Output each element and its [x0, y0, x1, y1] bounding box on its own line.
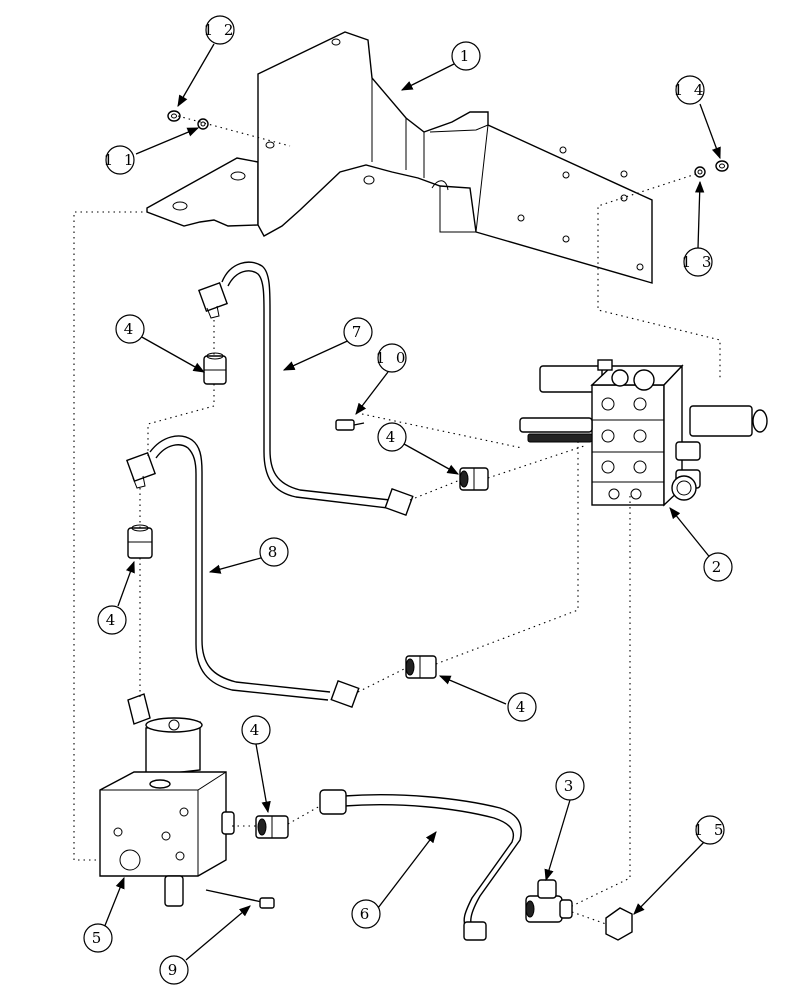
- tube-7: [198, 261, 414, 517]
- callout-10: 1 0: [376, 343, 409, 373]
- connector-4-a: [203, 352, 227, 385]
- callout-4-d: 4: [507, 692, 537, 722]
- nut-12: [167, 110, 181, 122]
- callout-3: 3: [555, 771, 585, 801]
- svg-text:4: 4: [386, 428, 399, 446]
- callout-4-a: 4: [115, 314, 145, 344]
- svg-text:1: 1: [460, 47, 473, 65]
- mounting-bracket: [146, 31, 653, 284]
- svg-text:7: 7: [352, 323, 365, 341]
- svg-text:1 1: 1 1: [104, 151, 137, 169]
- callout-4-e: 4: [241, 715, 271, 745]
- svg-text:4: 4: [124, 320, 137, 338]
- solenoid-valve-block: [99, 693, 235, 907]
- callout-9: 9: [159, 955, 189, 985]
- svg-text:8: 8: [268, 543, 281, 561]
- svg-text:2: 2: [712, 558, 725, 576]
- svg-text:1 2: 1 2: [204, 21, 237, 39]
- bolt-10: [335, 419, 365, 431]
- svg-text:4: 4: [516, 698, 529, 716]
- connector-4-e: [255, 815, 289, 839]
- svg-text:1 3: 1 3: [682, 253, 715, 271]
- svg-text:9: 9: [168, 961, 181, 979]
- callout-leaders: [103, 43, 721, 961]
- callout-6: 6: [351, 899, 381, 929]
- callout-13: 1 3: [682, 247, 715, 277]
- callout-1: 1: [451, 41, 481, 71]
- washer-11: [197, 118, 209, 130]
- tube-6: [319, 789, 522, 941]
- svg-text:3: 3: [564, 777, 577, 795]
- tube-8: [126, 435, 360, 709]
- callout-5: 5: [83, 923, 113, 953]
- callout-14: 1 4: [674, 75, 707, 105]
- callout-15: 1 5: [694, 815, 727, 845]
- svg-text:1 0: 1 0: [376, 349, 409, 367]
- svg-text:4: 4: [250, 721, 263, 739]
- callout-8: 8: [259, 537, 289, 567]
- connector-4-b: [459, 467, 489, 491]
- callout-4-c: 4: [97, 605, 127, 635]
- svg-text:5: 5: [92, 929, 105, 947]
- assembly-lines: [73, 115, 721, 925]
- control-valve: [519, 359, 768, 507]
- callout-11: 1 1: [104, 145, 137, 175]
- nut-14: [715, 160, 729, 172]
- callout-7: 7: [343, 317, 373, 347]
- svg-text:6: 6: [360, 905, 373, 923]
- svg-text:1 4: 1 4: [674, 81, 707, 99]
- callout-2: 2: [703, 552, 733, 582]
- tee-fitting-3: [525, 879, 573, 923]
- svg-text:4: 4: [106, 611, 119, 629]
- cap-15: [605, 907, 633, 941]
- washer-13: [694, 166, 706, 178]
- svg-text:1 5: 1 5: [694, 821, 727, 839]
- callout-12: 1 2: [204, 15, 237, 45]
- connector-4-d: [405, 655, 437, 679]
- callout-4-b: 4: [377, 422, 407, 452]
- bolt-9: [205, 889, 275, 909]
- connector-4-c: [127, 524, 153, 559]
